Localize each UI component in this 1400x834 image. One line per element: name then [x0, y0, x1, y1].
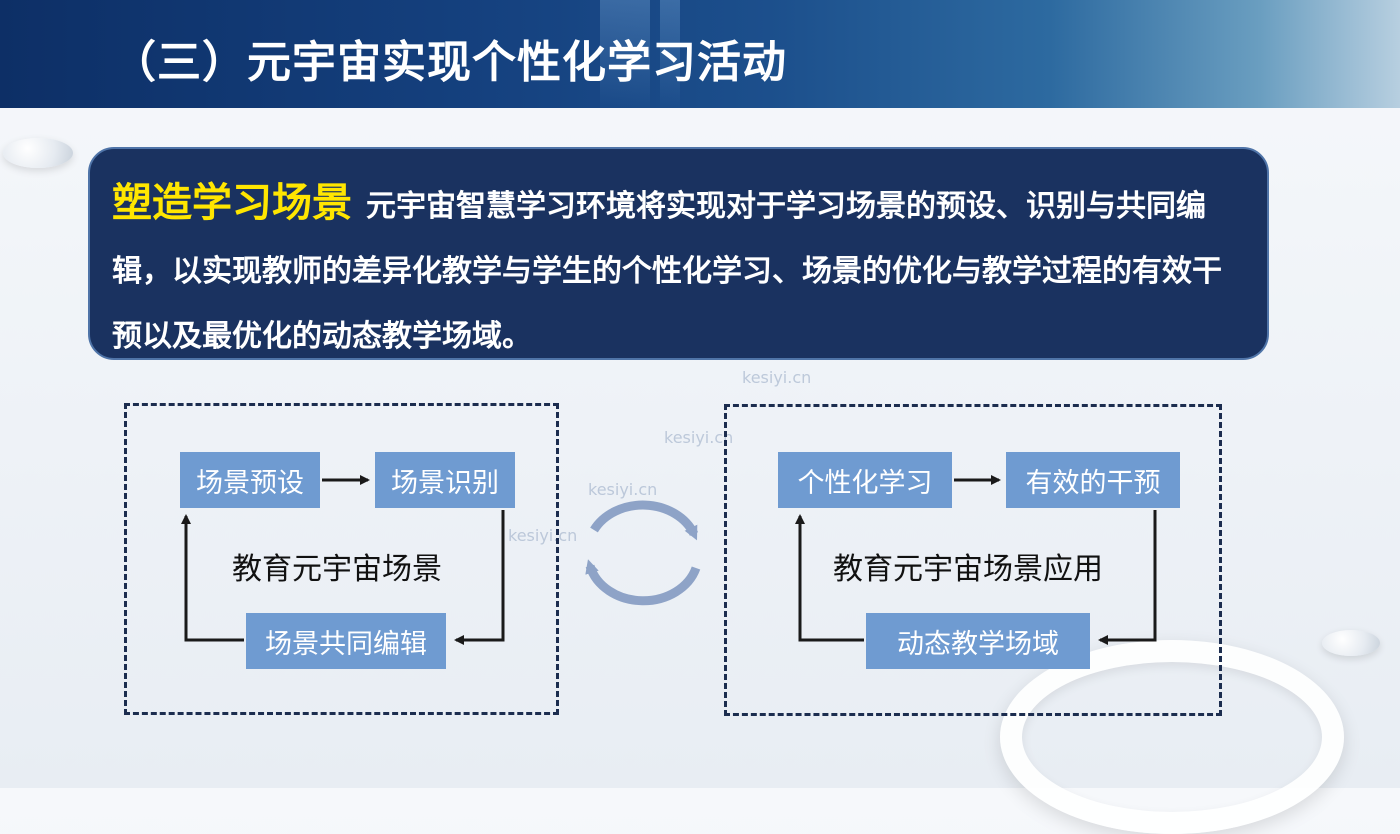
intro-text-box: 塑造学习场景元宇宙智慧学习环境将实现对于学习场景的预设、识别与共同编辑，以实现教…: [88, 147, 1269, 360]
right-cycle-center-label: 教育元宇宙场景应用: [833, 552, 1103, 587]
node-dynamic-teaching-field: 动态教学场域: [866, 613, 1090, 669]
header-decoration: [600, 0, 650, 108]
arrow-left-up: [795, 514, 864, 642]
intro-body: 元宇宙智慧学习环境将实现对于学习场景的预设、识别与共同编辑，以实现教师的差异化教…: [112, 189, 1222, 354]
node-scene-recognition: 场景识别: [375, 452, 515, 508]
cycle-arrows-icon: [585, 500, 701, 606]
diagram-arrows: [181, 475, 1157, 645]
watermark: kesiyi.cn: [508, 526, 578, 545]
left-cycle-frame: [124, 403, 559, 715]
water-drop-decoration: [1322, 630, 1380, 656]
right-cycle-arrows: [795, 475, 1157, 645]
watermark: kesiyi.cn: [664, 428, 734, 447]
header-banner: （三）元宇宙实现个性化学习活动: [0, 0, 1400, 108]
header-decoration: [660, 0, 680, 108]
right-cycle-frame: [724, 404, 1222, 716]
arrow-down-left: [1098, 510, 1157, 645]
arrow-down-left: [454, 510, 505, 645]
node-personalized-learning: 个性化学习: [778, 452, 952, 508]
page-title: （三）元宇宙实现个性化学习活动: [112, 37, 787, 88]
node-scene-preset: 场景预设: [180, 452, 320, 508]
node-effective-intervention: 有效的干预: [1006, 452, 1180, 508]
left-cycle-arrows: [181, 475, 505, 645]
node-scene-co-editing: 场景共同编辑: [246, 613, 446, 669]
watermark: kesiyi.cn: [742, 368, 812, 387]
watermark: kesiyi.cn: [588, 480, 658, 499]
left-cycle-center-label: 教育元宇宙场景: [232, 552, 442, 587]
water-drop-decoration: [3, 138, 73, 168]
intro-highlight: 塑造学习场景: [112, 180, 352, 226]
arrow-left-up: [181, 514, 244, 642]
